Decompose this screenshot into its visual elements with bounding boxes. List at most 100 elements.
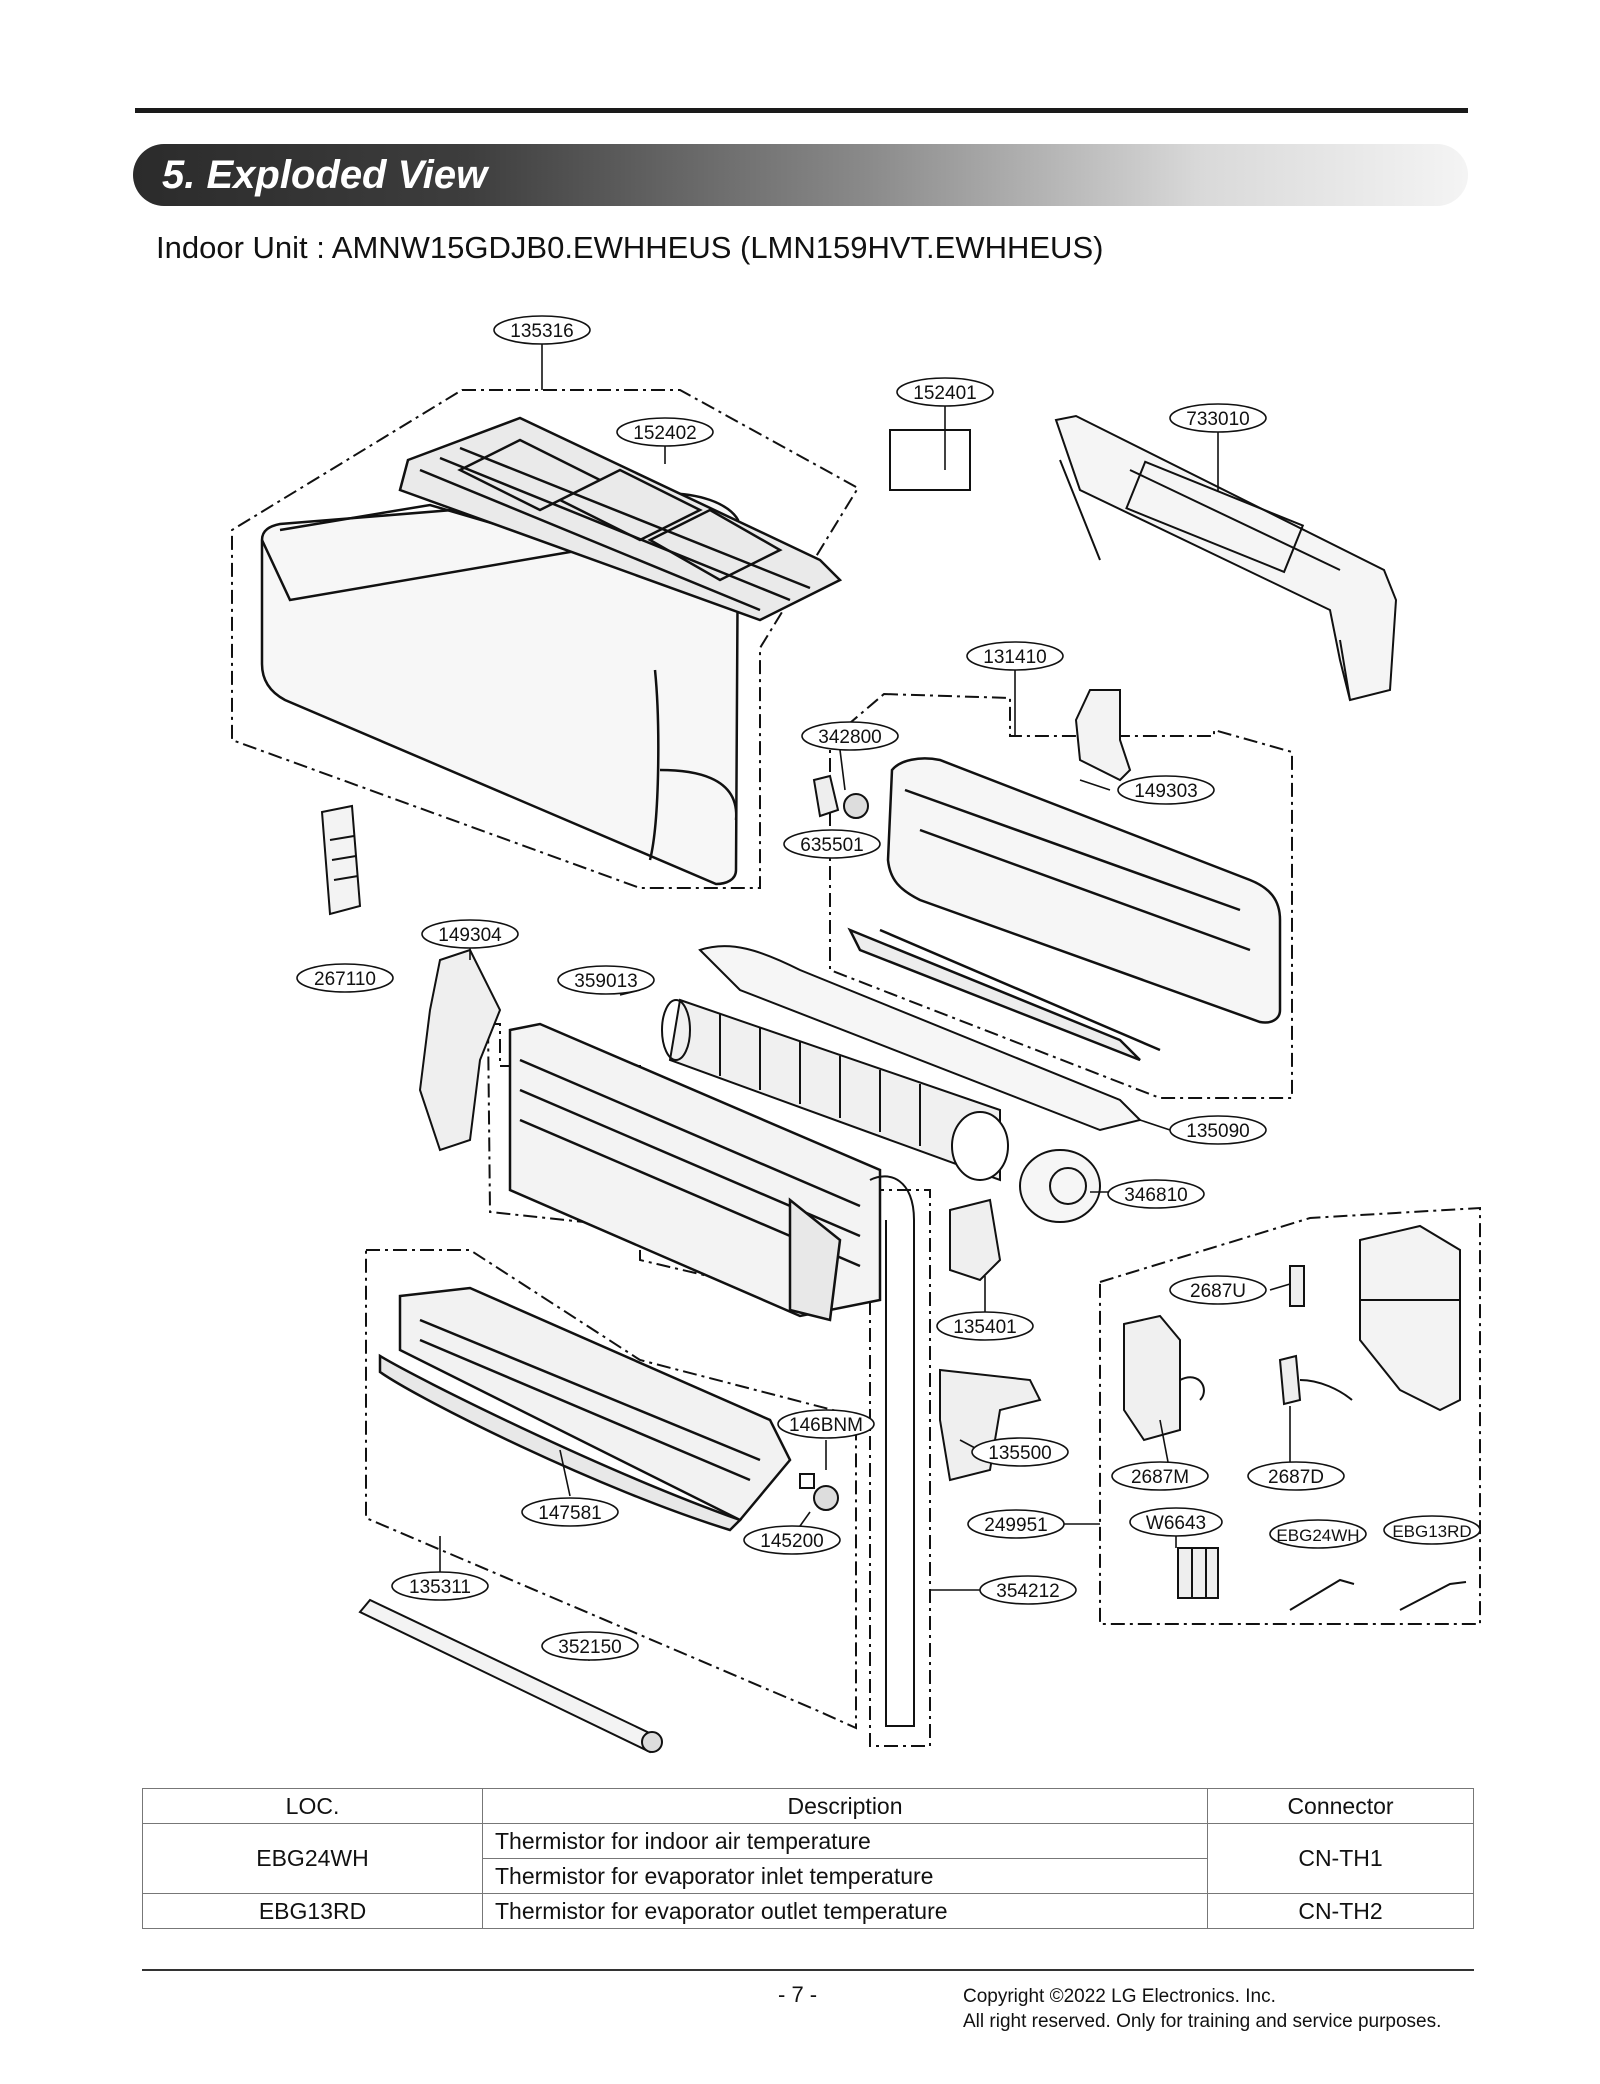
- table-row: Thermistor for evaporator inlet temperat…: [143, 1858, 1474, 1894]
- svg-text:2687D: 2687D: [1268, 1467, 1324, 1488]
- thermistor-ebg24wh-wire: [1289, 1578, 1355, 1611]
- svg-text:131410: 131410: [983, 647, 1046, 668]
- callout-152401: 152401: [896, 377, 994, 407]
- callout-135401: 135401: [936, 1311, 1034, 1341]
- callout-145200: 145200: [743, 1525, 841, 1555]
- evaporator: [508, 1022, 882, 1322]
- leader-lines: [339, 344, 1291, 1661]
- callout-249951: 249951: [967, 1509, 1065, 1539]
- callout-147581: 147581: [521, 1497, 619, 1527]
- svg-text:352150: 352150: [558, 1637, 621, 1658]
- side-bracket-left: [418, 948, 502, 1152]
- svg-text:267110: 267110: [314, 969, 376, 990]
- cell-loc: EBG13RD: [142, 1893, 483, 1929]
- front-grille: [398, 416, 843, 622]
- cell-connector: CN-TH1: [1207, 1823, 1474, 1894]
- fan-motor: [1019, 1149, 1101, 1223]
- svg-text:135311: 135311: [409, 1577, 471, 1598]
- svg-text:135401: 135401: [953, 1317, 1016, 1338]
- svg-text:146BNM: 146BNM: [789, 1415, 863, 1436]
- callout-267110: 267110: [296, 963, 394, 993]
- svg-text:135090: 135090: [1186, 1121, 1249, 1142]
- callout-342800: 342800: [801, 721, 899, 751]
- svg-text:733010: 733010: [1186, 409, 1249, 430]
- callout-152402: 152402: [616, 417, 714, 447]
- callout-635501: 635501: [783, 829, 881, 859]
- chassis-body: [847, 757, 1282, 1062]
- callout-2687U: 2687U: [1169, 1275, 1267, 1305]
- callout-149304: 149304: [421, 919, 519, 949]
- group-outline-chassis: [829, 692, 1293, 1099]
- callout-2687D: 2687D: [1247, 1461, 1345, 1491]
- callout-EBG24WH: EBG24WH: [1269, 1519, 1367, 1549]
- electric-cover-top: [1074, 689, 1132, 782]
- svg-text:359013: 359013: [574, 971, 637, 992]
- mounting-plate: [1054, 414, 1398, 702]
- section-title: 5. Exploded View: [162, 153, 488, 197]
- callout-359013: 359013: [557, 965, 655, 995]
- main-pcb: [1123, 1314, 1205, 1442]
- cell-description: Thermistor for indoor air temperature: [482, 1823, 1208, 1859]
- callout-2687M: 2687M: [1111, 1461, 1209, 1491]
- col-header-loc: LOC.: [142, 1788, 483, 1824]
- svg-text:145200: 145200: [760, 1531, 823, 1552]
- cross-flow-fan: [661, 998, 1009, 1182]
- table-row: EBG13RD Thermistor for evaporator outlet…: [142, 1893, 1474, 1929]
- svg-text:249951: 249951: [984, 1515, 1047, 1536]
- copyright-notice: Copyright ©2022 LG Electronics. Inc. All…: [963, 1984, 1441, 2034]
- svg-text:342800: 342800: [818, 727, 881, 748]
- remote-controller: [320, 804, 362, 916]
- table-header-row: LOC. Description Connector: [142, 1788, 1474, 1824]
- svg-text:135500: 135500: [988, 1443, 1051, 1464]
- svg-text:635501: 635501: [800, 835, 863, 856]
- sticker-label-part: [889, 429, 971, 491]
- svg-text:2687M: 2687M: [1131, 1467, 1189, 1488]
- page-number: - 7 -: [778, 1982, 818, 2007]
- cell-description: Thermistor for evaporator inlet temperat…: [482, 1858, 1208, 1894]
- svg-text:147581: 147581: [538, 1503, 601, 1524]
- pipe-insulation: [358, 1598, 663, 1754]
- table-row: EBG24WH Thermistor for indoor air temper…: [142, 1823, 1474, 1894]
- svg-text:W6643: W6643: [1146, 1513, 1206, 1534]
- svg-text:EBG24WH: EBG24WH: [1276, 1526, 1359, 1545]
- svg-text:152402: 152402: [633, 423, 696, 444]
- display-pcb: [1278, 1354, 1353, 1406]
- col-header-connector: Connector: [1207, 1788, 1474, 1824]
- terminal-block: [1177, 1547, 1219, 1599]
- callout-149303: 149303: [1117, 775, 1215, 805]
- front-panel-shell: [260, 492, 740, 886]
- drain-hose: [869, 1175, 915, 1727]
- svg-text:2687U: 2687U: [1190, 1281, 1246, 1302]
- motor-holder-parts: [812, 774, 869, 819]
- callout-352150: 352150: [541, 1631, 639, 1661]
- callout-labels: 135316 152401 733010 152402 131410 34280…: [296, 315, 1481, 1661]
- page-subtitle: Indoor Unit : AMNW15GDJB0.EWHHEUS (LMN15…: [156, 230, 1104, 265]
- svg-text:354212: 354212: [996, 1581, 1059, 1602]
- control-box: [1359, 1224, 1461, 1412]
- motor-cover: [949, 1198, 1002, 1282]
- svg-text:135316: 135316: [510, 321, 573, 342]
- callout-354212: 354212: [979, 1575, 1077, 1605]
- bottom-rule: [142, 1969, 1474, 1971]
- svg-text:346810: 346810: [1124, 1185, 1187, 1206]
- receiver-pcb: [1289, 1265, 1305, 1307]
- thermistor-table: LOC. Description Connector EBG24WH Therm…: [142, 1788, 1474, 1929]
- group-outline-drain-hose: [869, 1189, 931, 1747]
- svg-text:EBG13RD: EBG13RD: [1392, 1522, 1471, 1541]
- step-motor: [799, 1473, 839, 1511]
- exploded-view-diagram: 135316 152401 733010 152402 131410 34280…: [231, 315, 1481, 1754]
- section-header-bar: [133, 144, 1468, 206]
- col-header-description: Description: [482, 1788, 1208, 1824]
- cell-loc: EBG24WH: [142, 1823, 483, 1894]
- svg-text:152401: 152401: [913, 383, 976, 404]
- callout-135500: 135500: [971, 1437, 1069, 1467]
- callout-146BNM: 146BNM: [777, 1409, 875, 1439]
- copyright-line-1: Copyright ©2022 LG Electronics. Inc.: [963, 1986, 1276, 2007]
- callout-135311: 135311: [391, 1571, 489, 1601]
- copyright-line-2: All right reserved. Only for training an…: [963, 2011, 1442, 2032]
- callout-733010: 733010: [1169, 403, 1267, 433]
- callout-W6643: W6643: [1129, 1507, 1223, 1537]
- group-outline-drain-pan: [365, 1249, 857, 1730]
- callout-135090: 135090: [1169, 1115, 1267, 1145]
- svg-text:149304: 149304: [438, 925, 502, 946]
